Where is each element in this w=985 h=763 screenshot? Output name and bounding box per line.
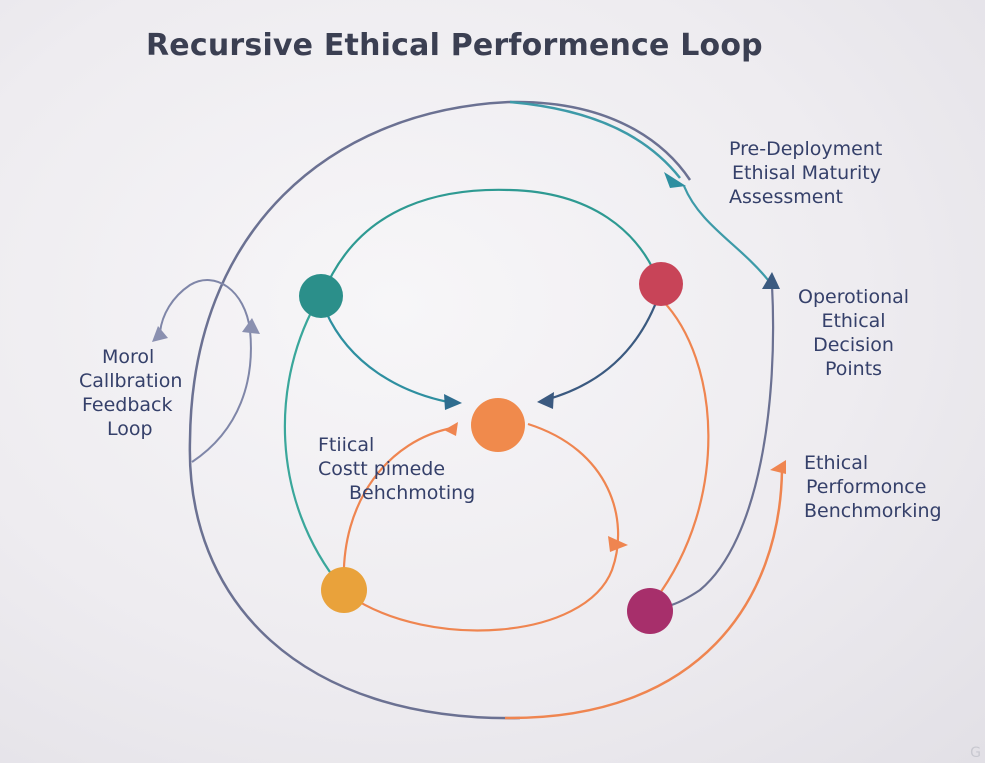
watermark: G — [970, 745, 981, 761]
operational-to-magenta-line — [667, 284, 775, 608]
red-center-arrow — [537, 392, 554, 409]
operational-decision-label: Operotional Ethical Decision Points — [798, 285, 909, 381]
moral-loop-arrow-left — [152, 326, 168, 342]
red-node — [639, 262, 683, 306]
red-to-magenta-path — [654, 299, 710, 601]
label-line: Benchmorking — [804, 500, 942, 522]
teal-node — [299, 274, 343, 318]
outer-loop-path — [188, 100, 692, 720]
moral-feedback-loop — [159, 279, 252, 463]
inner-teal-arc — [320, 188, 662, 297]
center-benchmarking-label: Ftiical Costt pimede Behchmoting — [318, 433, 475, 505]
teal-to-center-path — [324, 311, 449, 404]
label-line: Behchmoting — [349, 482, 476, 504]
label-line: Ethisal Maturity — [732, 162, 881, 184]
label-line: Callbration — [79, 370, 183, 392]
label-line: Ftiical — [318, 434, 375, 456]
orange-center-node — [471, 398, 525, 452]
label-line: Ethical — [804, 452, 869, 474]
amber-to-center-path — [342, 426, 453, 587]
teal-center-arrow — [444, 394, 462, 410]
label-line: Morol — [102, 346, 155, 368]
label-line: Assessment — [729, 186, 843, 208]
performance-arrow — [770, 460, 786, 474]
label-line: Feedback — [82, 394, 173, 416]
label-line: Ethical — [821, 310, 886, 332]
label-line: Points — [824, 358, 883, 380]
moral-loop-arrow-right — [242, 318, 260, 334]
pre-to-operational-connector — [682, 185, 769, 281]
outer-teal-arc — [509, 100, 681, 179]
amber-center-arrow — [444, 422, 458, 436]
teal-to-amber-arc — [283, 295, 343, 589]
label-line: Performonce — [806, 476, 927, 498]
diagram-title: Recursive Ethical Performence Loop — [146, 28, 763, 63]
label-line: Costt pimede — [318, 458, 446, 480]
amber-node — [321, 567, 367, 613]
label-line: Operotional — [798, 286, 910, 308]
operational-arrow — [762, 272, 780, 289]
magenta-node — [627, 588, 673, 634]
center-loop-arrow — [608, 536, 628, 552]
outer-loop-orange-path — [504, 469, 784, 720]
label-line: Pre-Deployment — [729, 138, 883, 160]
red-to-center-path — [544, 291, 662, 402]
center-loop-path — [349, 422, 620, 632]
label-line: Loop — [107, 418, 153, 440]
label-line: Decision — [813, 334, 894, 356]
pre-deployment-arrow — [664, 172, 686, 188]
moral-calibration-label: Morol Callbration Feedback Loop — [79, 345, 182, 441]
performance-benchmarking-label: Ethical Performonce Benchmorking — [804, 451, 942, 523]
pre-deployment-label: Pre-Deployment Ethisal Maturity Assessme… — [729, 137, 882, 209]
